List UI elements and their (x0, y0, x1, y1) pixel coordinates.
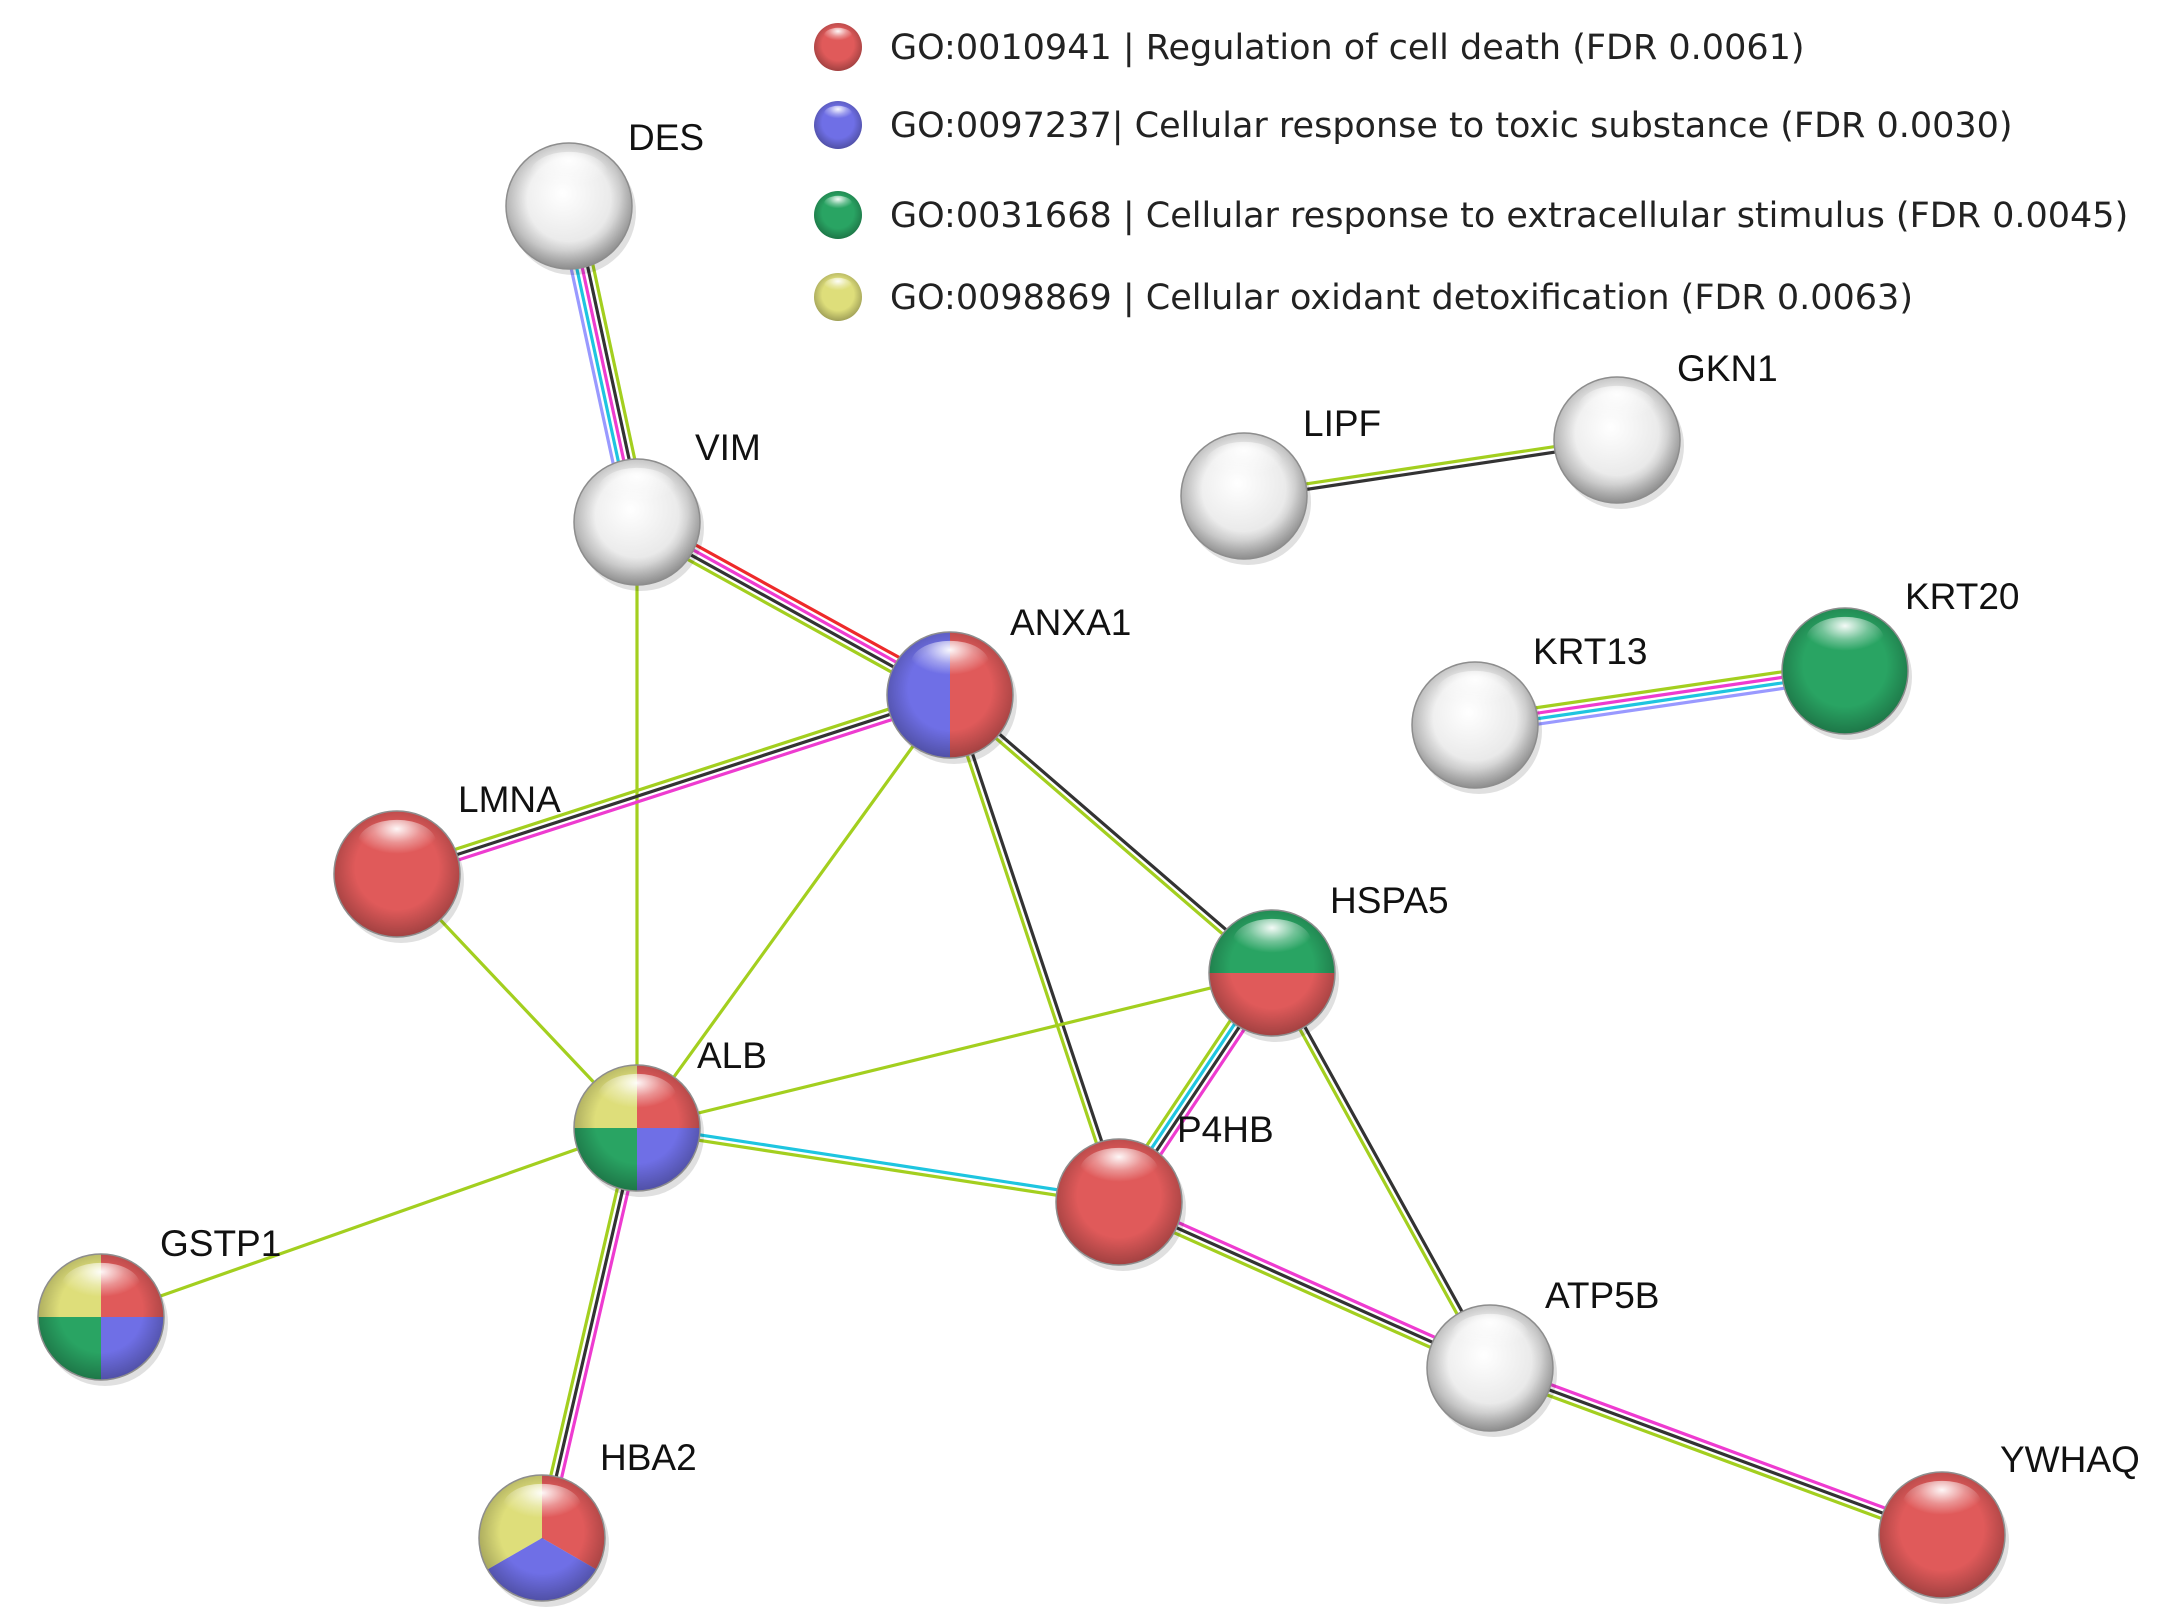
edge-line-textmining (1115, 1205, 1490, 1375)
edge-hspa5-atp5b (1267, 970, 1495, 1371)
edge-anxa1-hspa5 (946, 691, 1276, 977)
edge-line-experiments (1119, 1195, 1494, 1365)
node-label-vim: VIM (695, 427, 761, 468)
node-lmna[interactable]: LMNA (333, 779, 561, 943)
edge-line-coexpression (951, 692, 1124, 1203)
edge-line-textmining (1486, 1371, 1942, 1542)
node-krt13[interactable]: KRT13 (1411, 631, 1648, 794)
node-label-p4hb: P4HB (1177, 1109, 1274, 1150)
node-p4hb[interactable]: P4HB (1055, 1109, 1274, 1271)
edge-p4hb-atp5b (1115, 1195, 1494, 1375)
edge-line-textmining (99, 1126, 639, 1319)
edge-alb-p4hb (634, 1123, 1122, 1207)
edge-line-coexpression (1488, 1366, 1944, 1537)
edge-line-experiments (1490, 1361, 1946, 1532)
node-label-alb: ALB (697, 1035, 767, 1076)
legend: GO:0010941 | Regulation of cell death (F… (814, 23, 2128, 321)
edge-line-textmining (946, 695, 1272, 977)
legend-item-yellow: GO:0098869 | Cellular oxidant detoxifica… (814, 273, 1913, 321)
node-label-ywhaq: YWHAQ (2000, 1439, 2140, 1480)
edge-alb-hba2 (535, 1125, 644, 1541)
node-atp5b[interactable]: ATP5B (1426, 1275, 1659, 1437)
edge-line-textmining (1267, 972, 1490, 1371)
legend-item-red: GO:0010941 | Regulation of cell death (F… (814, 23, 1805, 71)
edge-line-database (635, 1123, 1122, 1201)
node-label-lipf: LIPF (1303, 403, 1381, 444)
edge-line-textmining (945, 694, 1118, 1205)
edge-line-textmining (535, 1125, 634, 1539)
node-label-gkn1: GKN1 (1677, 348, 1778, 389)
edge-alb-hspa5 (635, 971, 1274, 1130)
node-alb[interactable]: ALB (573, 1035, 767, 1197)
edge-line-coexpression (395, 693, 952, 876)
node-lipf[interactable]: LIPF (1180, 403, 1381, 565)
legend-label-green: GO:0031668 | Cellular response to extrac… (890, 196, 2128, 236)
edge-line-experiments (545, 1127, 644, 1541)
edge-line-textmining (635, 971, 1274, 1130)
edge-line-coexpression (540, 1126, 639, 1540)
node-label-hspa5: HSPA5 (1330, 880, 1449, 921)
legend-label-blue: GO:0097237| Cellular response to toxic s… (890, 106, 2013, 146)
node-label-krt13: KRT13 (1533, 631, 1648, 672)
node-hspa5[interactable]: HSPA5 (1208, 880, 1449, 1042)
legend-label-yellow: GO:0098869 | Cellular oxidant detoxifica… (890, 278, 1913, 318)
node-ywhaq[interactable]: YWHAQ (1878, 1439, 2140, 1604)
legend-item-green: GO:0031668 | Cellular response to extrac… (814, 191, 2128, 239)
node-label-gstp1: GSTP1 (160, 1223, 281, 1264)
legend-label-red: GO:0010941 | Regulation of cell death (F… (890, 28, 1805, 68)
edge-anxa1-lmna (393, 688, 954, 881)
edge-alb-gstp1 (99, 1126, 639, 1319)
node-label-anxa1: ANXA1 (1010, 602, 1131, 643)
edge-atp5b-ywhaq (1486, 1361, 1946, 1542)
node-gkn1[interactable]: GKN1 (1553, 348, 1778, 509)
edge-line-textmining (393, 688, 950, 871)
edge-line-coexpression (950, 691, 1276, 973)
edge-anxa1-alb (635, 693, 952, 1130)
node-label-des: DES (628, 117, 704, 158)
node-des[interactable]: DES (505, 117, 704, 275)
node-label-krt20: KRT20 (1905, 576, 2020, 617)
edge-anxa1-p4hb (945, 692, 1124, 1205)
edge-line-textmining (635, 693, 952, 1130)
node-hba2[interactable]: HBA2 (478, 1437, 697, 1607)
node-krt20[interactable]: KRT20 (1781, 576, 2020, 740)
edge-line-coexpression (1272, 970, 1495, 1369)
node-anxa1[interactable]: ANXA1 (886, 602, 1131, 764)
edge-line-textmining (634, 1129, 1121, 1207)
edge-line-experiments (397, 698, 954, 881)
legend-item-blue: GO:0097237| Cellular response to toxic s… (814, 101, 2013, 149)
node-label-lmna: LMNA (458, 779, 561, 820)
node-label-hba2: HBA2 (600, 1437, 697, 1478)
node-label-atp5b: ATP5B (1545, 1275, 1659, 1316)
edge-line-coexpression (1117, 1200, 1492, 1370)
node-gstp1[interactable]: GSTP1 (37, 1223, 281, 1386)
node-vim[interactable]: VIM (573, 427, 761, 591)
